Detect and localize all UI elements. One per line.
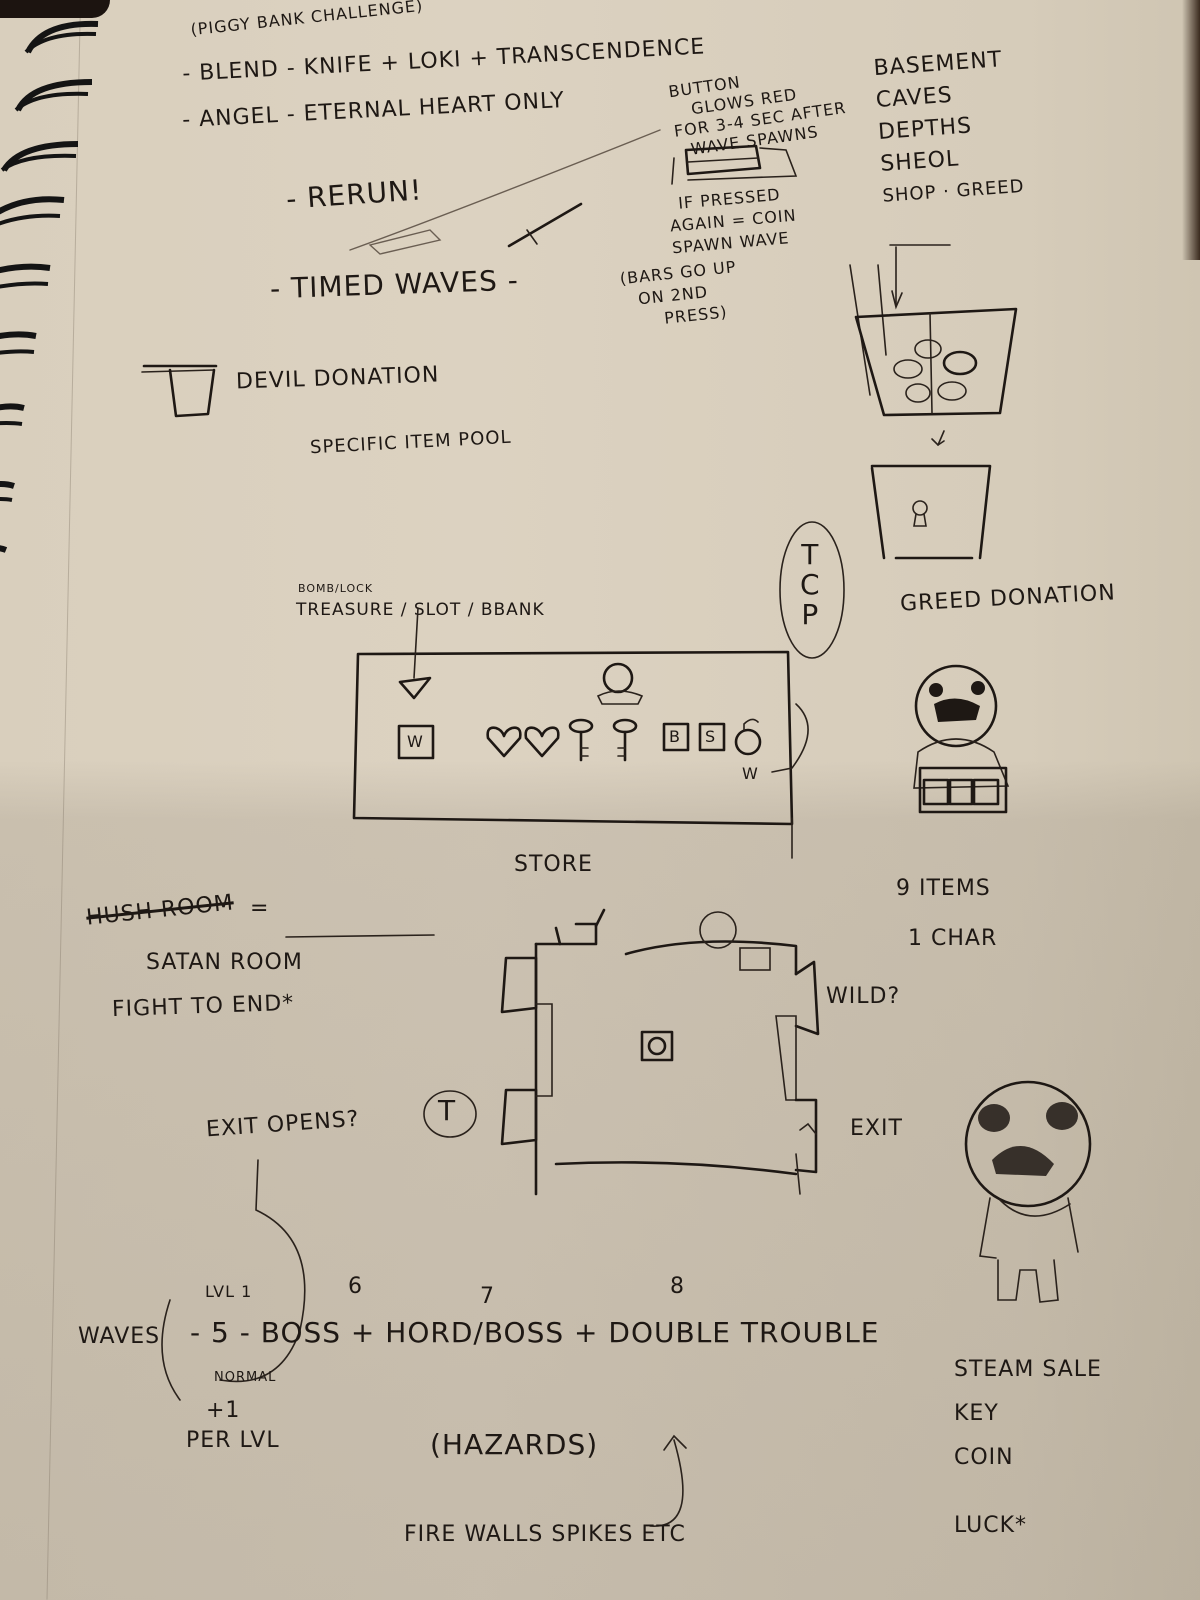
wave-number-7: 7 — [480, 1284, 495, 1309]
boxed-letter-icon: S — [698, 722, 726, 752]
bars-notes: (Bars go up on 2nd press) — [618, 257, 738, 328]
plus-one: +1 — [206, 1398, 241, 1423]
steam-sale-notes: Steam sale key coin luck* — [954, 1357, 1102, 1538]
key-icon — [566, 718, 596, 762]
char-count: 1 Char — [908, 926, 998, 951]
spiral-ring-icon — [0, 136, 82, 172]
store-top-label: Treasure / Slot / BBank — [296, 600, 545, 620]
greed-character-icon — [904, 662, 1034, 822]
background-shadow — [0, 0, 110, 18]
hazard-examples: Fire walls spikes etc — [404, 1522, 686, 1547]
spiral-ring-icon — [0, 192, 78, 228]
pressure-button-icon — [666, 140, 806, 190]
page-margin-line — [46, 0, 81, 1600]
items-count: 9 Items — [896, 876, 991, 901]
greed-donation-label: Greed donation — [899, 580, 1117, 617]
normal-label: normal — [214, 1370, 277, 1385]
underline — [285, 924, 436, 938]
heart-icon — [522, 724, 562, 760]
wild-label: Wild? — [826, 984, 901, 1009]
bomb-note: W — [742, 764, 759, 783]
coin-bin-icon — [840, 244, 1040, 447]
store-w-box: W — [397, 724, 437, 762]
boxed-letter-icon: B — [662, 722, 690, 752]
exit-opens-label: Exit opens? — [205, 1106, 361, 1143]
tcp-oval — [776, 520, 848, 660]
bomb-icon — [732, 712, 766, 756]
wave-number-8: 8 — [670, 1274, 685, 1299]
fight-to-end-label: Fight to end* — [111, 990, 295, 1023]
devil-donation-cup-icon — [141, 362, 222, 418]
tcp-letters: T C P — [800, 538, 821, 631]
specific-item-pool-label: Specific item pool — [309, 426, 513, 459]
spiral-ring-icon — [18, 18, 100, 54]
spiral-ring-icon — [10, 76, 93, 112]
waves-loop-arrow — [150, 1159, 330, 1410]
store-caption: Store — [514, 852, 593, 877]
circled-t-icon — [422, 1088, 478, 1140]
sword-icon — [505, 200, 585, 250]
circled-letter: T — [438, 1094, 457, 1127]
connector-line — [340, 120, 680, 260]
hazards-arrow — [640, 1430, 700, 1530]
waves-sequence: - 5 - Boss + Hord/Boss + Double Trouble — [190, 1316, 880, 1349]
page-edge-shadow — [1182, 0, 1200, 260]
floors-list: Basement Caves Depths Sheol Shop · Greed — [872, 47, 1026, 207]
pressed-notes: If pressed again = coin spawn wave — [669, 184, 798, 258]
devil-donation-label: Devil donation — [235, 362, 440, 395]
spiral-ring-icon — [0, 326, 72, 362]
note-timed-waves: - Timed waves - — [269, 263, 520, 306]
greed-donation-box-icon — [868, 462, 996, 560]
heart-icon — [484, 724, 524, 760]
waves-label: Waves — [78, 1324, 161, 1349]
spiral-ring-icon — [0, 258, 74, 294]
spiral-ring-icon — [0, 540, 66, 576]
note-blend: - Blend - Knife + Loki + Transcendence — [181, 34, 706, 87]
key-icon — [610, 718, 640, 762]
piggy-bank-header: (piggy bank challenge) — [189, 0, 425, 40]
spiral-ring-icon — [0, 398, 70, 434]
level-label: Lvl 1 — [205, 1282, 253, 1301]
exit-label: Exit — [850, 1116, 903, 1141]
equals-sign: = — [250, 896, 270, 921]
spiral-ring-icon — [0, 476, 68, 512]
crossed-out-word: Hush room — [85, 890, 235, 931]
satan-room-label: Satan room — [146, 950, 303, 975]
wave-number-6: 6 — [348, 1274, 363, 1299]
steam-sale-character-icon — [950, 1080, 1110, 1303]
per-level: per lvl — [186, 1428, 280, 1453]
arena-room-sketch — [496, 904, 836, 1196]
store-bomb-lock-label: Bomb/Lock — [298, 582, 374, 595]
store-room-sketch — [352, 607, 809, 859]
hazards-label: (Hazards) — [430, 1428, 599, 1461]
